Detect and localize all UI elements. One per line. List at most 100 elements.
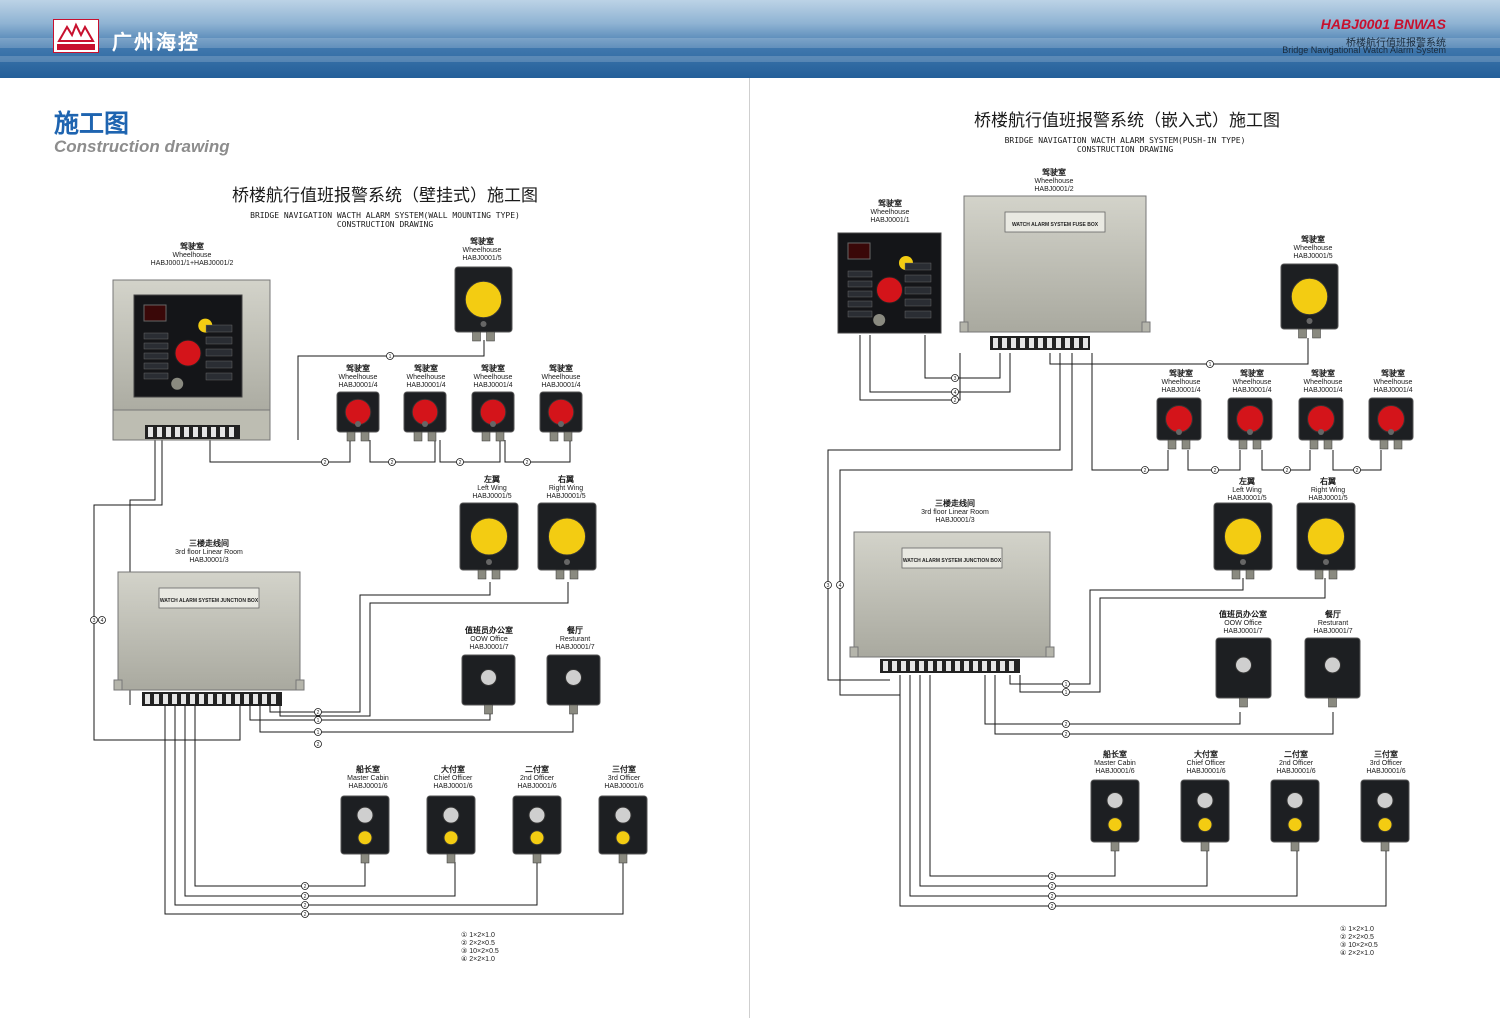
cable-number-marker: 2	[1062, 730, 1070, 738]
acknowledge-button	[357, 830, 373, 846]
marker-number: 2	[1051, 884, 1054, 890]
marker-circle	[301, 910, 309, 918]
unit-screw	[486, 559, 492, 565]
name-plate-text: WATCH ALARM SYSTEM FUSE BOX	[1012, 222, 1099, 228]
cable-number-marker: 1	[1062, 680, 1070, 688]
left-right-wing-unit	[537, 502, 597, 580]
name-plate	[158, 587, 260, 609]
right-red-button-unit-2	[1227, 397, 1273, 450]
unit-housing	[1090, 779, 1140, 843]
panel-switch	[205, 336, 233, 345]
terminal	[1074, 338, 1079, 348]
cable-number-marker: 2	[523, 458, 531, 466]
terminal	[991, 661, 996, 671]
terminal	[993, 338, 998, 348]
cable-gland	[477, 569, 487, 580]
panel-switch	[847, 270, 873, 278]
marker-circle	[836, 581, 844, 589]
terminal	[181, 694, 186, 704]
marker-number: 2	[391, 460, 394, 466]
cable-gland	[1312, 328, 1321, 339]
right-cabin-unit-4	[1360, 779, 1410, 852]
cable-gland	[1231, 569, 1241, 580]
cable-number-marker: 1	[386, 352, 394, 360]
acknowledge-button	[443, 830, 459, 846]
terminal	[910, 661, 915, 671]
marker-circle	[301, 882, 309, 890]
terminal	[901, 661, 906, 671]
terminal	[184, 427, 189, 437]
reset-button	[174, 339, 202, 367]
buzzer-grille	[1196, 791, 1214, 809]
panel-switch	[847, 290, 873, 298]
terminal	[964, 661, 969, 671]
panel-switch	[847, 310, 873, 318]
panel-switch	[904, 310, 932, 319]
right-wheelhouse-yellow-unit	[1280, 263, 1339, 339]
right-restaurant-unit	[1304, 637, 1361, 708]
panel-switch	[205, 372, 233, 381]
terminal	[1009, 661, 1014, 671]
marker-number: 2	[1065, 722, 1068, 728]
cable-number-marker: 3	[90, 616, 98, 624]
alarm-button	[344, 398, 372, 426]
marker-number: 2	[1051, 894, 1054, 900]
terminal	[937, 661, 942, 671]
cable-gland	[569, 569, 579, 580]
cable-gland	[1110, 841, 1120, 852]
right-right-wing-unit	[1296, 502, 1356, 580]
legend-item: ② 2×2×0.5	[461, 940, 495, 947]
buzzer-grille	[480, 669, 497, 686]
marker-number: 2	[1065, 732, 1068, 738]
marker-number: 2	[1214, 468, 1217, 474]
section-title-cn: 施工图	[54, 110, 130, 138]
cable-number-marker: 2	[456, 458, 464, 466]
marker-circle	[951, 374, 959, 382]
right-title-en-line2: CONSTRUCTION DRAWING	[1076, 145, 1174, 154]
unit-housing	[598, 795, 648, 855]
panel-switch	[847, 280, 873, 288]
panel-switch	[143, 352, 169, 360]
right-cabin-unit-2	[1180, 779, 1230, 852]
marker-number: 4	[839, 583, 842, 589]
terminal	[955, 661, 960, 671]
marker-circle	[1062, 680, 1070, 688]
marker-circle	[1211, 466, 1219, 474]
left-legend: ① 1×2×1.0 ② 2×2×0.5 ③ 10×2×0.5 ④ 2×2×1.0	[461, 932, 499, 964]
right-oow-unit	[1215, 637, 1272, 708]
terminal	[1065, 338, 1070, 348]
right-left-wing-unit	[1213, 502, 1273, 580]
left-junction-box: WATCH ALARM SYSTEM JUNCTION BOX	[113, 571, 305, 691]
marker-circle	[951, 388, 959, 396]
left-cabin-unit-4	[598, 795, 648, 864]
terminal	[208, 694, 213, 704]
cable-number-marker: 2	[314, 708, 322, 716]
left-wheelhouse-yellow-unit	[454, 266, 513, 342]
terminal	[1002, 338, 1007, 348]
left-control-panel	[133, 294, 243, 398]
alarm-lamp	[1290, 277, 1329, 316]
cable-gland	[1323, 439, 1333, 450]
terminal	[235, 694, 240, 704]
cable-gland	[555, 569, 565, 580]
terminal	[226, 694, 231, 704]
unit-housing	[426, 795, 476, 855]
cable-gland	[481, 431, 491, 442]
buzzer-grille	[565, 669, 582, 686]
alarm-button	[1236, 405, 1264, 433]
marker-circle	[1206, 360, 1214, 368]
terminal	[220, 427, 225, 437]
marker-number: 2	[1051, 904, 1054, 910]
cable-gland	[360, 853, 370, 864]
marker-circle	[1283, 466, 1291, 474]
alarm-button	[1307, 405, 1335, 433]
marker-number: 1	[389, 354, 392, 360]
cable-number-marker: 1	[1062, 688, 1070, 696]
